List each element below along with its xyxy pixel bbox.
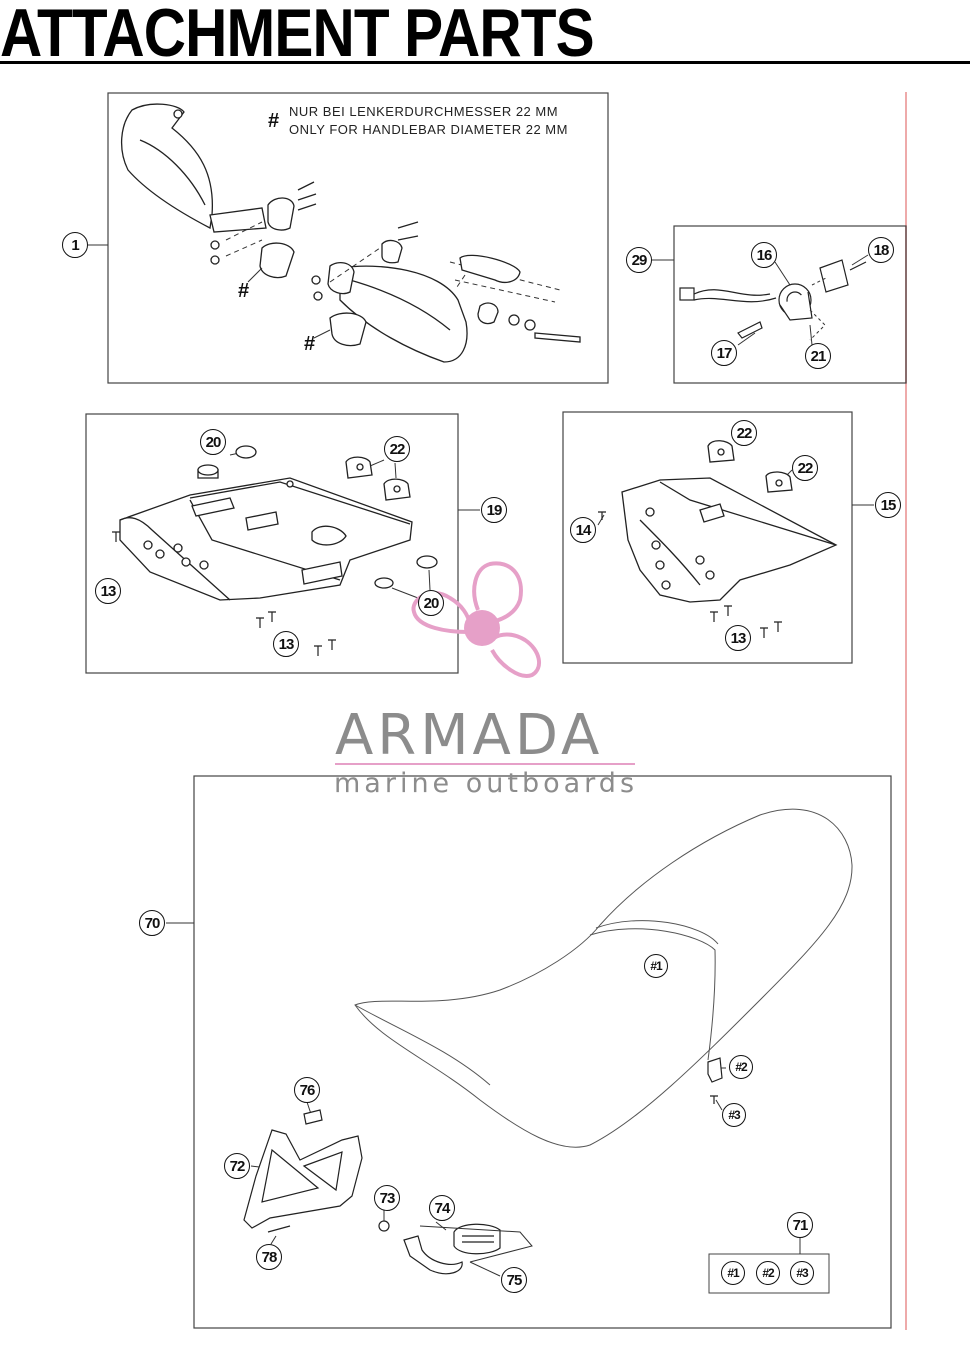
kit-item-3: #3 [790, 1261, 814, 1285]
watermark-tagline: marine outboards [334, 768, 639, 799]
callout-19: 19 [481, 497, 507, 523]
callout-16: 16 [751, 242, 777, 268]
callout-seat-1: #1 [644, 954, 668, 978]
callout-18: 18 [868, 237, 894, 263]
callout-13-guard: 13 [725, 625, 751, 651]
page-edge-line [905, 92, 907, 1330]
callout-74: 74 [429, 1195, 455, 1221]
kit-item-1: #1 [721, 1261, 745, 1285]
callout-21: 21 [805, 343, 831, 369]
callout-15: 15 [875, 492, 901, 518]
page-title: ATTACHMENT PARTS [0, 0, 595, 71]
note-hash: # [268, 110, 280, 132]
panel-handguards [107, 92, 609, 384]
watermark-logo-hub [464, 610, 500, 646]
watermark-brand: ARMADA [335, 703, 604, 768]
callout-78: 78 [256, 1244, 282, 1270]
callout-76: 76 [294, 1077, 320, 1103]
note-line-en: ONLY FOR HANDLEBAR DIAMETER 22 MM [289, 122, 568, 137]
kit-box-71 [708, 1253, 830, 1294]
callout-seat-2: #2 [729, 1055, 753, 1079]
callout-29: 29 [626, 247, 652, 273]
callout-75: 75 [501, 1267, 527, 1293]
callout-20-bottom: 20 [418, 590, 444, 616]
callout-20-top: 20 [200, 429, 226, 455]
callout-seat-3: #3 [722, 1103, 746, 1127]
panel-fan-kit [673, 225, 907, 384]
callout-22-guard-b: 22 [792, 455, 818, 481]
panel-engine-guard [562, 411, 853, 664]
callout-13-bottom: 13 [273, 631, 299, 657]
callout-1: 1 [62, 232, 88, 258]
panel-seat [193, 775, 892, 1329]
callout-22-skid: 22 [384, 436, 410, 462]
callout-17: 17 [711, 340, 737, 366]
watermark-divider [335, 763, 635, 765]
panel-skid-plate [85, 413, 459, 674]
kit-item-2: #2 [756, 1261, 780, 1285]
callout-70: 70 [139, 910, 165, 936]
title-underline [0, 61, 970, 64]
callout-71: 71 [787, 1212, 813, 1238]
callout-22-guard-a: 22 [731, 420, 757, 446]
note-line-de: NUR BEI LENKERDURCHMESSER 22 MM [289, 104, 559, 119]
hash-mark-right-clamp: # [304, 333, 316, 355]
callout-72: 72 [224, 1153, 250, 1179]
callout-73: 73 [374, 1185, 400, 1211]
callout-13-left: 13 [95, 578, 121, 604]
hash-mark-left-clamp: # [238, 280, 250, 302]
callout-14: 14 [570, 517, 596, 543]
